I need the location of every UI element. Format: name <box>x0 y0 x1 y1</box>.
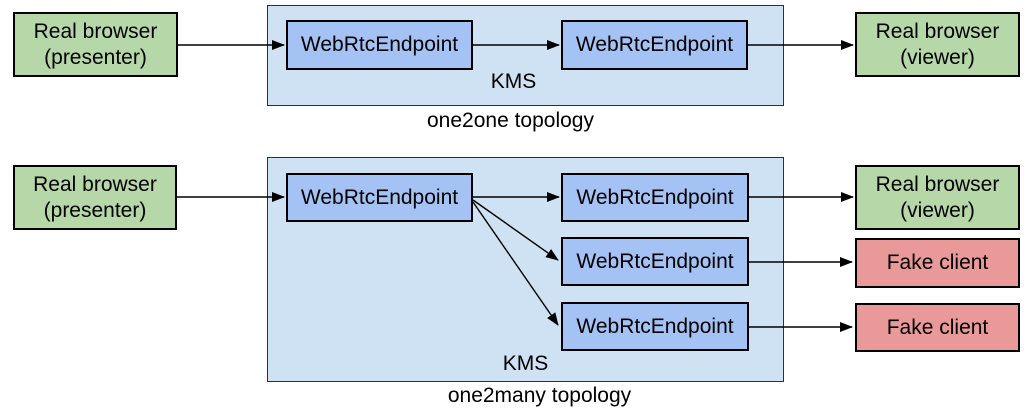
webrtc-endpoint-box-c: WebRtcEndpoint <box>561 302 749 351</box>
fake-client-box-1: Fake client <box>855 238 1020 288</box>
kms-label: KMS <box>502 352 549 375</box>
real-browser-viewer-box: Real browser (viewer) <box>855 12 1020 77</box>
kms-label: KMS <box>490 70 537 93</box>
fake-client-box-2: Fake client <box>855 303 1020 352</box>
webrtc-endpoint-box-a: WebRtcEndpoint <box>561 173 749 222</box>
caption-one2many-topology: one2many topology <box>447 384 632 407</box>
real-browser-presenter-box: Real browser (presenter) <box>13 165 177 230</box>
source-webrtc-endpoint-box: WebRtcEndpoint <box>286 173 473 222</box>
caption-one2one-topology: one2one topology <box>427 109 594 132</box>
webrtc-endpoint-box-b: WebRtcEndpoint <box>561 237 749 286</box>
webrtc-endpoint-box-2: WebRtcEndpoint <box>561 20 748 70</box>
webrtc-endpoint-box-1: WebRtcEndpoint <box>286 20 473 70</box>
real-browser-viewer-box: Real browser (viewer) <box>855 165 1020 230</box>
real-browser-presenter-box: Real browser (presenter) <box>13 12 178 77</box>
edge-bottom-source-to-endpoint-b <box>472 199 559 261</box>
edge-bottom-source-to-endpoint-c <box>472 201 559 326</box>
